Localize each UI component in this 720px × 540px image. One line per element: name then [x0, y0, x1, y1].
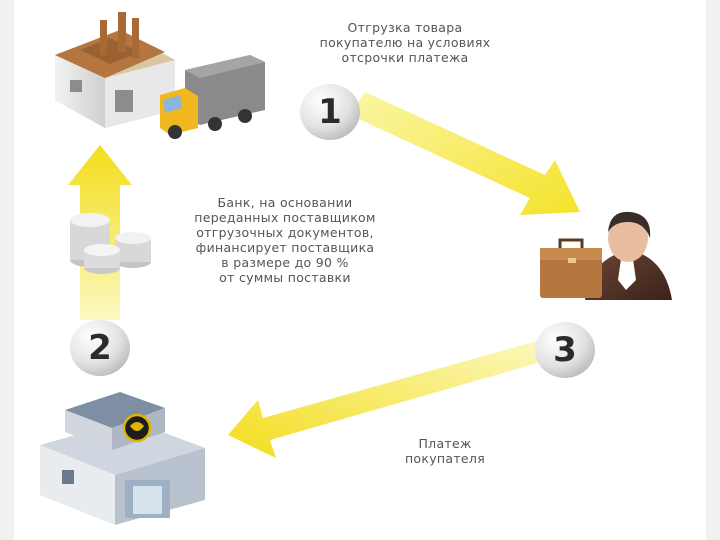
- step-1-line: Отгрузка товара: [347, 20, 463, 35]
- briefcase-icon: [540, 238, 602, 298]
- number-ball-3: [535, 322, 595, 378]
- number-ball-2: [70, 320, 130, 376]
- step-2-line: переданных поставщиком: [194, 210, 376, 225]
- bank-icon: [40, 392, 205, 525]
- step-2-number: 2: [88, 328, 112, 368]
- step-1-line: отсрочки платежа: [341, 50, 469, 65]
- step-2-line: отгрузочных документов,: [196, 225, 374, 240]
- step-2-line: финансирует поставщика: [195, 240, 375, 255]
- step-3-line: покупателя: [404, 451, 486, 466]
- arrow-payment: [228, 340, 548, 458]
- step-2-line: в размере до 90 %: [221, 255, 349, 270]
- step-3-description: Платеж покупателя: [390, 436, 500, 466]
- businessman-icon: [585, 211, 672, 300]
- step-3-number: 3: [553, 330, 577, 370]
- right-frame-strip: [706, 0, 720, 540]
- step-1-description: Отгрузка товара покупателю на условиях о…: [285, 20, 525, 65]
- truck-icon: [160, 55, 265, 139]
- left-frame-strip: [0, 0, 14, 540]
- coins-icon: [70, 213, 151, 274]
- arrow-shipment: [350, 92, 580, 215]
- step-2-line: от суммы поставки: [219, 270, 351, 285]
- step-2-description: Банк, на основании переданных поставщико…: [160, 195, 410, 285]
- step-3-line: Платеж: [418, 436, 472, 451]
- factory-icon: [55, 12, 175, 128]
- step-2-line: Банк, на основании: [217, 195, 353, 210]
- step-1-number: 1: [318, 92, 342, 132]
- step-1-line: покупателю на условиях: [319, 35, 491, 50]
- number-ball-1: [300, 84, 360, 140]
